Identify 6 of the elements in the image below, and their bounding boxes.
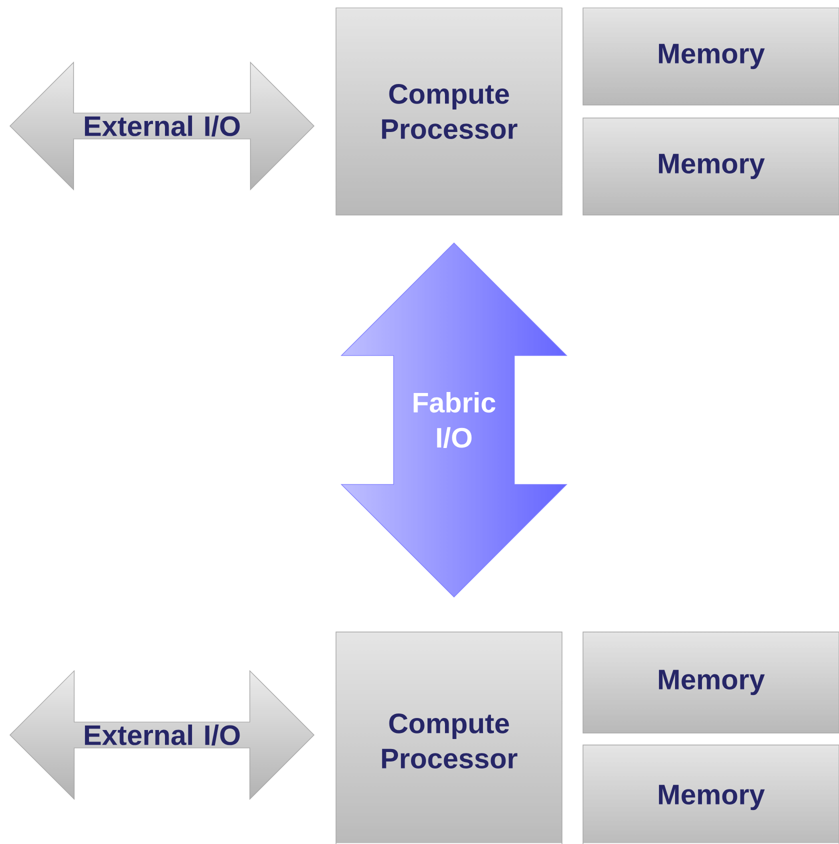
processor-box: Compute Processor (336, 8, 562, 216)
memory-box: Memory (582, 8, 839, 106)
memory-box: Memory (582, 118, 839, 216)
memory-box: Memory (582, 744, 839, 844)
memory-box: Memory (582, 632, 839, 734)
processor-box: Compute Processor (336, 632, 562, 844)
